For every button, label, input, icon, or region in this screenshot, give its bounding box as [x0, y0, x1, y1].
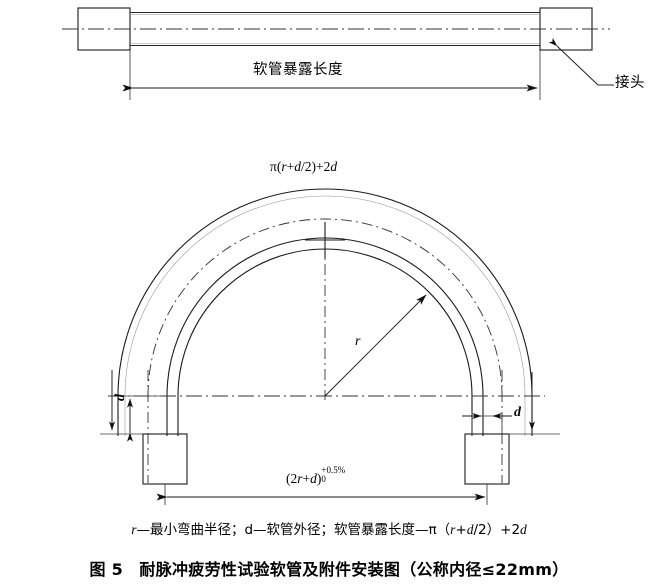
bottom-dim-d: d: [310, 471, 317, 486]
right-diameter-label: d: [514, 405, 521, 420]
note-text-1: —最小弯曲半径；d—软管外径；软管暴露长度—π（: [136, 522, 451, 538]
formula-open-paren: (: [276, 159, 282, 174]
bottom-dim-tolerance: +0.5%0: [321, 466, 349, 484]
radius-dimension-arrow: [324, 294, 427, 397]
note-var-r2: r: [450, 522, 456, 537]
formula-close-paren: ): [311, 159, 316, 174]
figure-caption: 图 5 耐脉冲疲劳性试验软管及附件安装图（公称内径≤22mm）: [89, 560, 569, 579]
figure-note: r—最小弯曲半径；d—软管外径；软管暴露长度—π（r+d/2）+2d: [0, 518, 658, 538]
hose-outer-wall-arc-secondary: [124, 195, 526, 397]
bottom-dim-plus: +: [302, 471, 311, 486]
top-hose-assembly: [62, 7, 614, 100]
formula-plus: +: [286, 159, 295, 174]
left-bottom-fitting-block: [142, 433, 188, 485]
bottom-dim-superscript: +0.5%: [321, 465, 346, 475]
note-var-r: r: [131, 522, 137, 537]
formula-d: d: [294, 159, 301, 174]
radius-label: r: [355, 334, 361, 349]
hose-axis-arc: [147, 218, 503, 397]
note-var-d2: d: [520, 522, 527, 537]
note-text-3: /2）+2: [473, 522, 521, 538]
formula-half: /2: [300, 159, 312, 174]
formula-pi: π: [270, 159, 277, 174]
hose-outer-wall-arc: [117, 188, 533, 397]
left-diameter-label: d: [113, 394, 128, 401]
bottom-dim-subscript: 0: [321, 474, 326, 484]
formula-d2: d: [330, 159, 338, 174]
bottom-dim-r: r: [297, 471, 303, 486]
bottom-dimension-label: (2r+d)+0.5%0: [286, 466, 349, 487]
note-var-d: d: [466, 522, 474, 537]
bottom-dim-close: ): [316, 471, 322, 486]
fitting-label: 接头: [615, 75, 645, 91]
exposed-length-label: 软管暴露长度: [253, 62, 343, 78]
fitting-leader-line: [548, 37, 599, 86]
u-bend-assembly: [100, 176, 560, 505]
note-text-2: +: [455, 522, 467, 538]
formula-r: r: [281, 159, 287, 174]
bottom-dim-open: (2: [286, 471, 298, 486]
arc-length-formula-label: π(r+d/2)+2d: [270, 159, 337, 175]
formula-tail: +2: [315, 159, 331, 174]
